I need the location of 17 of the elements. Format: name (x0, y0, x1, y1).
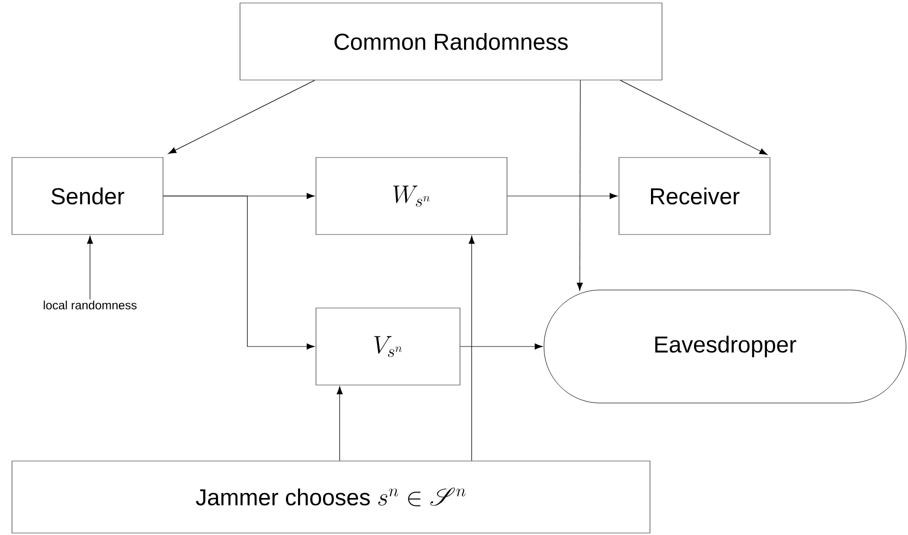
receiver-box: Receiver (618, 157, 770, 235)
randomness-box: Common Randomness (240, 2, 662, 80)
jammer-box: Jammer chooses $s^n \in \mathscr{S}^n$ (12, 460, 650, 534)
arrow (620, 80, 768, 155)
arrow (163, 196, 315, 350)
source-label: local randomness (44, 300, 137, 310)
arrow (460, 343, 543, 350)
arrow (507, 192, 618, 200)
arrow (576, 80, 583, 291)
sender-box: Sender (12, 157, 164, 235)
eavesdropper-terminal: Eavesdropper (544, 290, 906, 404)
arrow (336, 386, 343, 461)
channel-box: $W_{s^n}$ (316, 157, 508, 235)
channel-box: $V_{s^n}$ (316, 308, 460, 386)
arrow (86, 236, 94, 300)
arrow (168, 80, 315, 154)
arrow (468, 236, 475, 461)
